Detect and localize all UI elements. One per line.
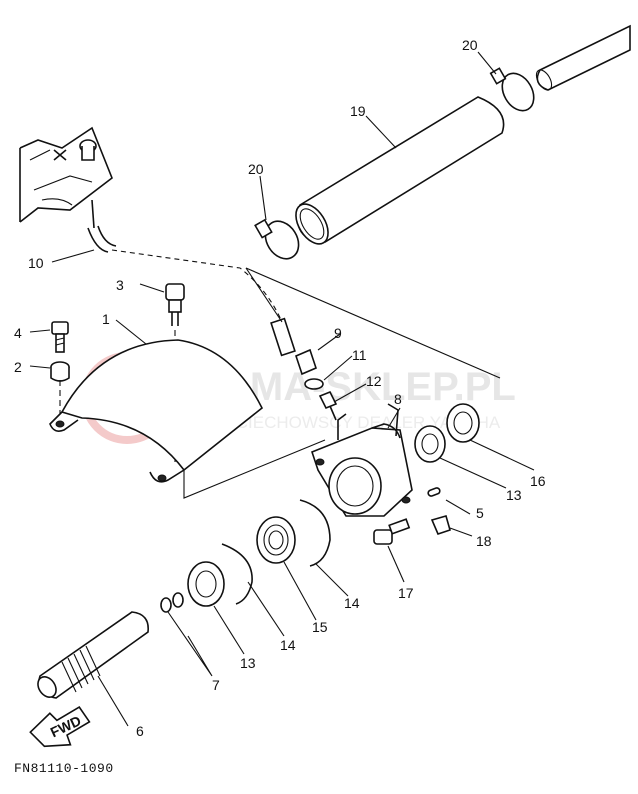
part-15-bearing [256, 516, 296, 564]
callout-13-upper: 13 [506, 487, 522, 503]
callout-19: 19 [350, 103, 366, 119]
callout-7: 7 [212, 677, 220, 693]
part-16-seal [446, 403, 480, 443]
fwd-arrow: FWD [29, 706, 91, 748]
callout-15: 15 [312, 619, 328, 635]
callout-5: 5 [476, 505, 484, 521]
callout-18: 18 [476, 533, 492, 549]
upper-shaft [535, 24, 631, 91]
callout-6: 6 [136, 723, 144, 739]
callout-10: 10 [28, 255, 44, 271]
callout-20-lower: 20 [248, 161, 264, 177]
part-4-bolt [51, 321, 69, 353]
callout-9: 9 [334, 325, 342, 341]
callout-14-upper: 14 [344, 595, 360, 611]
part-8-bearing-housing [311, 403, 413, 517]
callout-20-upper: 20 [462, 37, 478, 53]
part-14-circlip-upper [299, 499, 331, 567]
callout-14-lower: 14 [280, 637, 296, 653]
part-18-clip [430, 515, 451, 535]
callout-labels: 1 2 3 4 5 6 7 8 9 10 11 12 13 13 14 14 1… [14, 37, 546, 739]
part-11-oring [304, 378, 324, 390]
part-10-hose [87, 199, 296, 357]
part-1-cover [49, 339, 264, 483]
leader-lines [29, 51, 535, 727]
callout-12: 12 [366, 373, 382, 389]
part-9-joint [295, 348, 317, 376]
part-5-pin [427, 487, 441, 497]
callout-16: 16 [530, 473, 546, 489]
part-17-bolt [373, 518, 411, 545]
assembly-guide-lines [183, 267, 501, 499]
part-14-circlip-lower [221, 543, 253, 605]
part-13-seal-upper [414, 425, 446, 463]
callout-4: 4 [14, 325, 22, 341]
callout-3: 3 [116, 277, 124, 293]
part-6-drive-shaft [37, 611, 149, 699]
part-7-orings [160, 592, 184, 613]
callout-17: 17 [398, 585, 414, 601]
callout-11: 11 [352, 347, 367, 363]
part-19-drive-tube [295, 96, 505, 245]
callout-13-lower: 13 [240, 655, 256, 671]
part-20-hose-clamp-lower [254, 218, 300, 260]
callout-8: 8 [394, 391, 402, 407]
callout-1: 1 [102, 311, 110, 327]
diagram-code: FN81110-1090 [14, 761, 114, 776]
callout-2: 2 [14, 359, 22, 375]
part-12-nipple [318, 390, 338, 421]
part-2-collar [50, 361, 70, 382]
mount-bracket [19, 126, 113, 223]
part-13-seal-lower [187, 561, 225, 607]
